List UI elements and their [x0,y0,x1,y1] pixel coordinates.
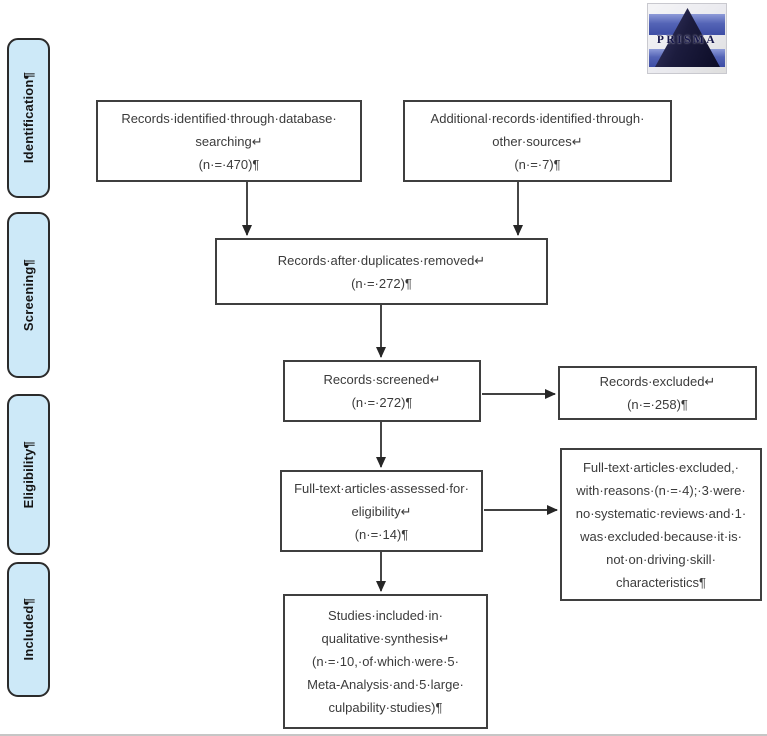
stage-identification: Identification¶ [7,38,50,198]
stage-eligibility: Eligibility¶ [7,394,50,555]
stage-screening: Screening¶ [7,212,50,378]
box-records-excluded: Records·excluded↵ (n·=·258)¶ [558,366,757,420]
box-fulltext-assessed: Full-text·articles·assessed·for· eligibi… [280,470,483,552]
box-records-screened: Records·screened↵ (n·=·272)¶ [283,360,481,422]
figure-bottom-rule [0,734,767,736]
box-fulltext-excluded: Full-text·articles·excluded,· with·reaso… [560,448,762,601]
box-studies-included: Studies·included·in· qualitative·synthes… [283,594,488,729]
box-duplicates-removed: Records·after·duplicates·removed↵ (n·=·2… [215,238,548,305]
box-additional-records: Additional·records·identified·through· o… [403,100,672,182]
stage-included: Included¶ [7,562,50,697]
box-records-identified: Records·identified·through·database· sea… [96,100,362,182]
prisma-logo-text: PRISMA [656,34,718,46]
prisma-logo: PRISMA [647,3,727,74]
